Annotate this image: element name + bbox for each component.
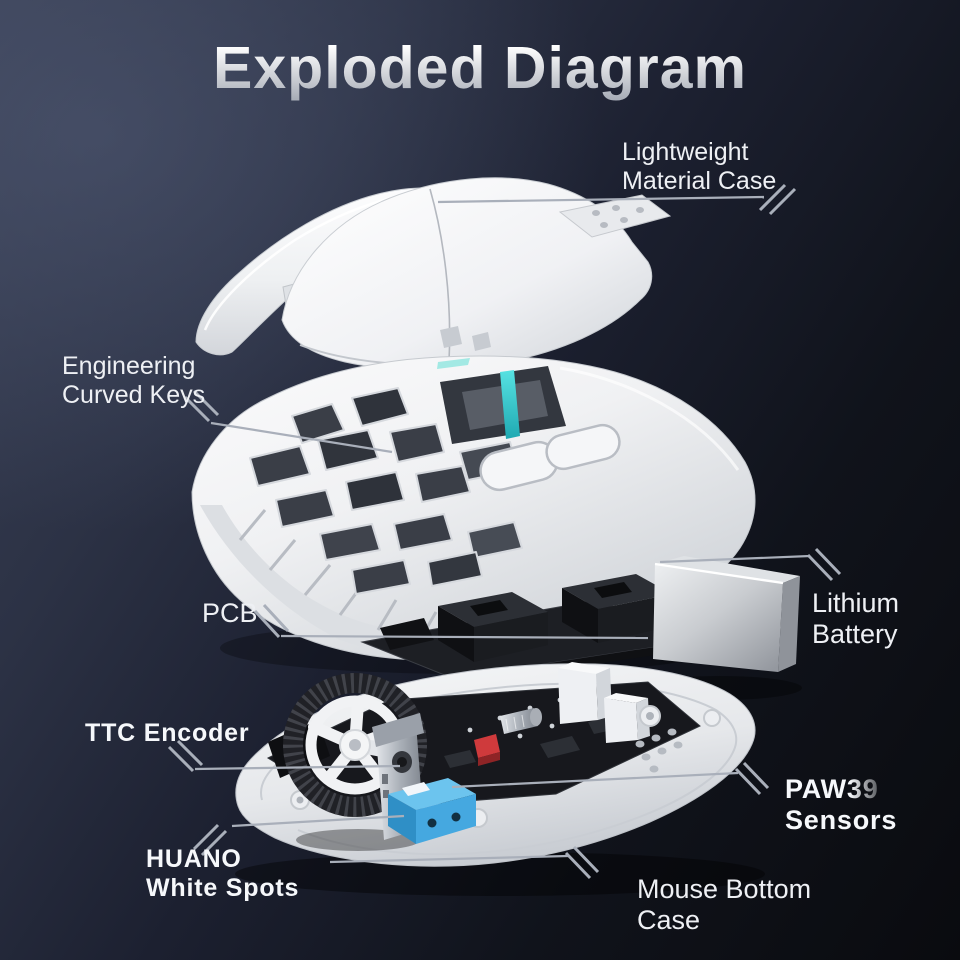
battery-edge-highlight: [654, 562, 784, 585]
label-huano-white-spots: HUANO White Spots: [146, 845, 299, 903]
label-line: PAW39: [785, 774, 879, 804]
side-buttons: [479, 423, 621, 492]
white-post-tall: [558, 662, 612, 724]
leader-lightweight-case: [437, 183, 797, 216]
label-line: HUANO: [146, 845, 242, 873]
side-button-rear: [545, 423, 621, 471]
label-ttc-encoder: TTC Encoder: [85, 719, 249, 748]
dongle-tab-plate: [558, 194, 672, 238]
battery-top-face: [655, 556, 800, 583]
label-line: Sensors: [785, 805, 898, 835]
label-line: Lightweight: [622, 138, 749, 166]
shell-clip: [440, 326, 462, 348]
battery-right-face: [778, 576, 800, 672]
shell-clip: [472, 332, 491, 351]
label-line: Lithium: [812, 588, 900, 618]
cyan-top-glow: [437, 358, 470, 369]
label-lightweight-material-case: Lightweight Material Case: [622, 138, 776, 196]
label-line: White Spots: [146, 874, 300, 902]
pcb-small-connector: [380, 618, 434, 650]
label-line: PCB: [202, 598, 258, 628]
label-paw3-sensors: PAW39 Sensors: [785, 774, 897, 836]
top-shell-group: [195, 177, 672, 370]
dongle-tab-holes: [592, 205, 644, 228]
label-line: Battery: [812, 619, 898, 649]
label-lithium-battery: Lithium Battery: [812, 588, 899, 650]
leader-huano-switches: [192, 814, 405, 857]
label-line: Engineering: [62, 352, 196, 380]
label-mouse-bottom-case: Mouse Bottom Case: [637, 874, 811, 936]
label-line: TTC Encoder: [85, 719, 250, 747]
wheel-hub-hole: [349, 739, 361, 751]
bottom-assembly-group: [235, 662, 765, 896]
label-pcb: PCB: [202, 598, 258, 629]
red-component: [474, 734, 500, 766]
honeycomb-holes: [249, 387, 523, 595]
page-title: Exploded Diagram: [0, 34, 960, 102]
label-engineering-curved-keys: Engineering Curved Keys: [62, 352, 205, 410]
leader-pcb: [253, 603, 649, 640]
leader-bottom-case: [329, 845, 600, 880]
leader-engineering-keys: [183, 389, 393, 454]
vent-holes: [635, 728, 683, 773]
leader-lines: [167, 183, 842, 880]
bottom-shadow: [235, 852, 765, 896]
palm-highlight: [559, 366, 740, 471]
label-line: Mouse Bottom: [637, 874, 812, 904]
label-line: Case: [637, 905, 701, 935]
cyan-accent-strip: [500, 370, 520, 439]
label-line: Curved Keys: [62, 381, 206, 409]
battery-front-face: [653, 564, 783, 672]
encoder-barrel: [500, 708, 542, 734]
leader-paw3-sensors: [451, 761, 770, 796]
leader-lithium-battery: [659, 547, 842, 582]
label-line: Material Case: [622, 167, 777, 195]
leader-ttc-encoder: [167, 739, 401, 773]
pcb-switch-right: [562, 574, 672, 643]
